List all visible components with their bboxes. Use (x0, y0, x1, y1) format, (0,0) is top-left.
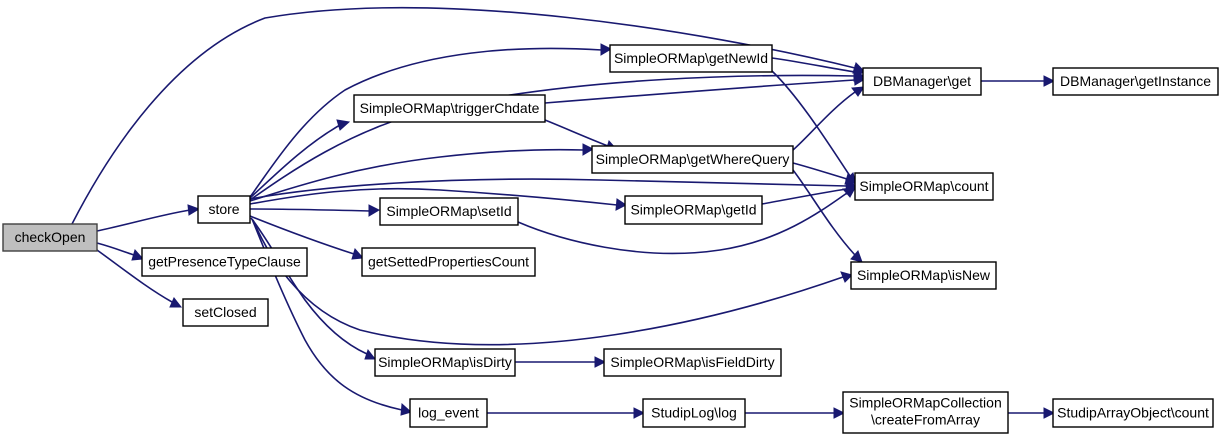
node-StudipArrayObject-count[interactable]: StudipArrayObject\count (1052, 398, 1214, 428)
node-label-SimpleORMap-count: SimpleORMap\count (859, 178, 988, 194)
node-label-triggerChdate: SimpleORMap\triggerChdate (360, 100, 540, 116)
node-DBManager-getInstance[interactable]: DBManager\getInstance (1052, 67, 1219, 96)
edge-isDirty-isFieldDirty (514, 356, 607, 368)
edge-store-getId (249, 187, 627, 211)
edge-store-DBManagerGet (249, 70, 866, 201)
node-log_event[interactable]: log_event (409, 398, 488, 428)
node-label-getId: SimpleORMap\getId (630, 202, 756, 218)
edge-createFromArray-StudipArrayObjectCount (1007, 407, 1056, 419)
edge-store-setId (249, 204, 381, 217)
edge-getWhereQuery-DBManagerGet (792, 86, 865, 151)
node-label-isDirty: SimpleORMap\isDirty (378, 354, 512, 370)
node-label-getWhereQuery: SimpleORMap\getWhereQuery (596, 151, 790, 167)
node-label-checkOpen: checkOpen (15, 229, 86, 245)
node-isDirty[interactable]: SimpleORMap\isDirty (374, 348, 516, 377)
node-label-createFromArray-line2: \createFromArray (871, 412, 980, 428)
node-label-SimpleORMap-isNew: SimpleORMap\isNew (857, 267, 991, 283)
node-triggerChdate[interactable]: SimpleORMap\triggerChdate (353, 94, 546, 123)
node-label-createFromArray-line1: SimpleORMapCollection (849, 395, 1002, 411)
node-label-getNewId: SimpleORMap\getNewId (614, 50, 768, 66)
node-label-isFieldDirty: SimpleORMap\isFieldDirty (610, 354, 774, 370)
node-getNewId[interactable]: SimpleORMap\getNewId (609, 44, 773, 73)
node-label-setClosed: setClosed (194, 304, 256, 320)
node-SimpleORMapCollection-createFromArray[interactable]: SimpleORMapCollection \createFromArray (842, 391, 1009, 434)
node-label-setId: SimpleORMap\setId (386, 203, 511, 219)
node-SimpleORMap-isNew[interactable]: SimpleORMap\isNew (850, 261, 997, 290)
edge-StudipLogLog-createFromArray (744, 407, 846, 419)
node-label-DBManager-get: DBManager\get (873, 73, 971, 89)
edge-checkOpen-getPresenceTypeClause (96, 242, 145, 261)
edge-store-count (249, 178, 857, 200)
edge-store-isDirty (250, 217, 377, 360)
nodes-layer: checkOpen store getPresenceTypeClause se… (2, 44, 1219, 434)
edge-checkOpen-setClosed (96, 249, 183, 308)
node-label-getSettedPropertiesCount: getSettedPropertiesCount (368, 254, 529, 270)
node-setClosed[interactable]: setClosed (182, 298, 269, 327)
node-getWhereQuery[interactable]: SimpleORMap\getWhereQuery (591, 145, 794, 174)
node-getPresenceTypeClause[interactable]: getPresenceTypeClause (141, 247, 308, 277)
edge-log_event-StudipLogLog (486, 407, 646, 419)
edge-DBManagerGet-DBManagerGetInstance (981, 75, 1056, 87)
edge-getId-count (761, 183, 859, 205)
edge-store-getNewId (249, 43, 613, 198)
node-label-getPresenceTypeClause: getPresenceTypeClause (148, 254, 301, 270)
node-SimpleORMap-count[interactable]: SimpleORMap\count (854, 172, 994, 201)
edge-store-isNew (252, 219, 853, 346)
edge-store-triggerChdate (249, 119, 351, 199)
node-DBManager-get[interactable]: DBManager\get (862, 67, 982, 96)
edge-getNewId-DBManagerGet (771, 57, 865, 78)
node-label-DBManager-getInstance: DBManager\getInstance (1060, 73, 1211, 89)
node-getSettedPropertiesCount[interactable]: getSettedPropertiesCount (361, 247, 536, 277)
edge-getWhereQuery-count (792, 162, 858, 185)
node-getId[interactable]: SimpleORMap\getId (624, 195, 763, 225)
edge-store-getSettedPropertiesCount (249, 215, 365, 260)
node-label-StudipLog-log: StudipLog\log (651, 405, 737, 421)
node-isFieldDirty[interactable]: SimpleORMap\isFieldDirty (603, 348, 782, 377)
edge-store-getWhereQuery (249, 143, 595, 202)
node-label-StudipArrayObject-count: StudipArrayObject\count (1057, 405, 1209, 421)
node-setId[interactable]: SimpleORMap\setId (379, 197, 519, 226)
node-label-log_event: log_event (418, 405, 479, 421)
node-StudipLog-log[interactable]: StudipLog\log (642, 398, 746, 428)
edge-checkOpen-store (96, 204, 201, 232)
node-store[interactable]: store (197, 195, 251, 224)
node-checkOpen[interactable]: checkOpen (2, 223, 98, 252)
edge-triggerChdate-DBManagerGet (544, 74, 867, 104)
node-label-store: store (208, 201, 239, 217)
